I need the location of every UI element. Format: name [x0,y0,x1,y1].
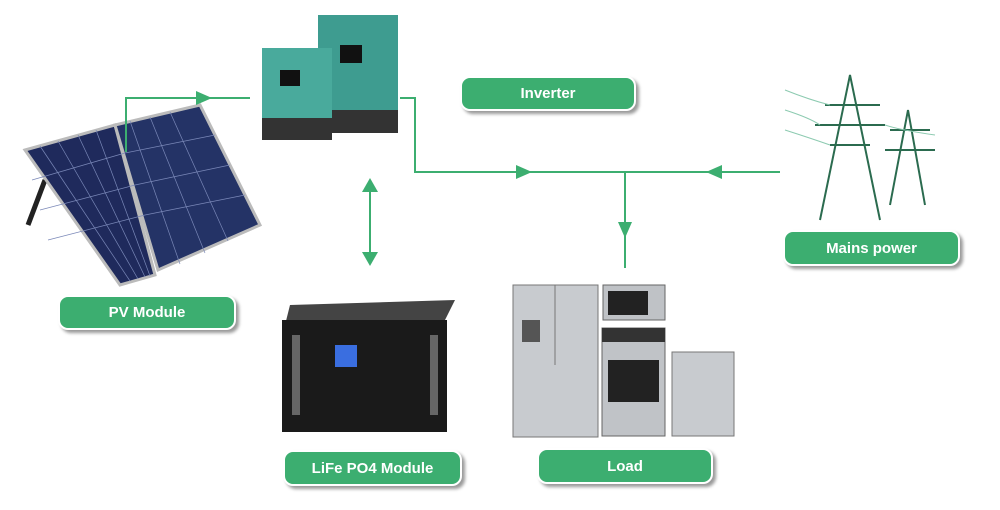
arrow-up-icon [362,178,378,192]
arrow-left-icon [706,165,722,179]
battery-icon [282,300,455,432]
battery-label: LiFe PO4 Module [283,450,462,486]
arrow-down-icon [618,222,632,238]
inverter-icon [262,15,398,140]
arrow-down-icon [362,252,378,266]
pv-module-label: PV Module [58,295,236,330]
appliances-icon [512,284,735,438]
inverter-label: Inverter [460,76,636,111]
arrow-right-icon [516,165,532,179]
mains-power-label: Mains power [783,230,960,266]
flow-arrows [196,91,722,266]
power-tower-icon [784,74,936,221]
arrow-right-icon [196,91,212,105]
solar-panel-icon [22,103,263,287]
load-label: Load [537,448,713,484]
